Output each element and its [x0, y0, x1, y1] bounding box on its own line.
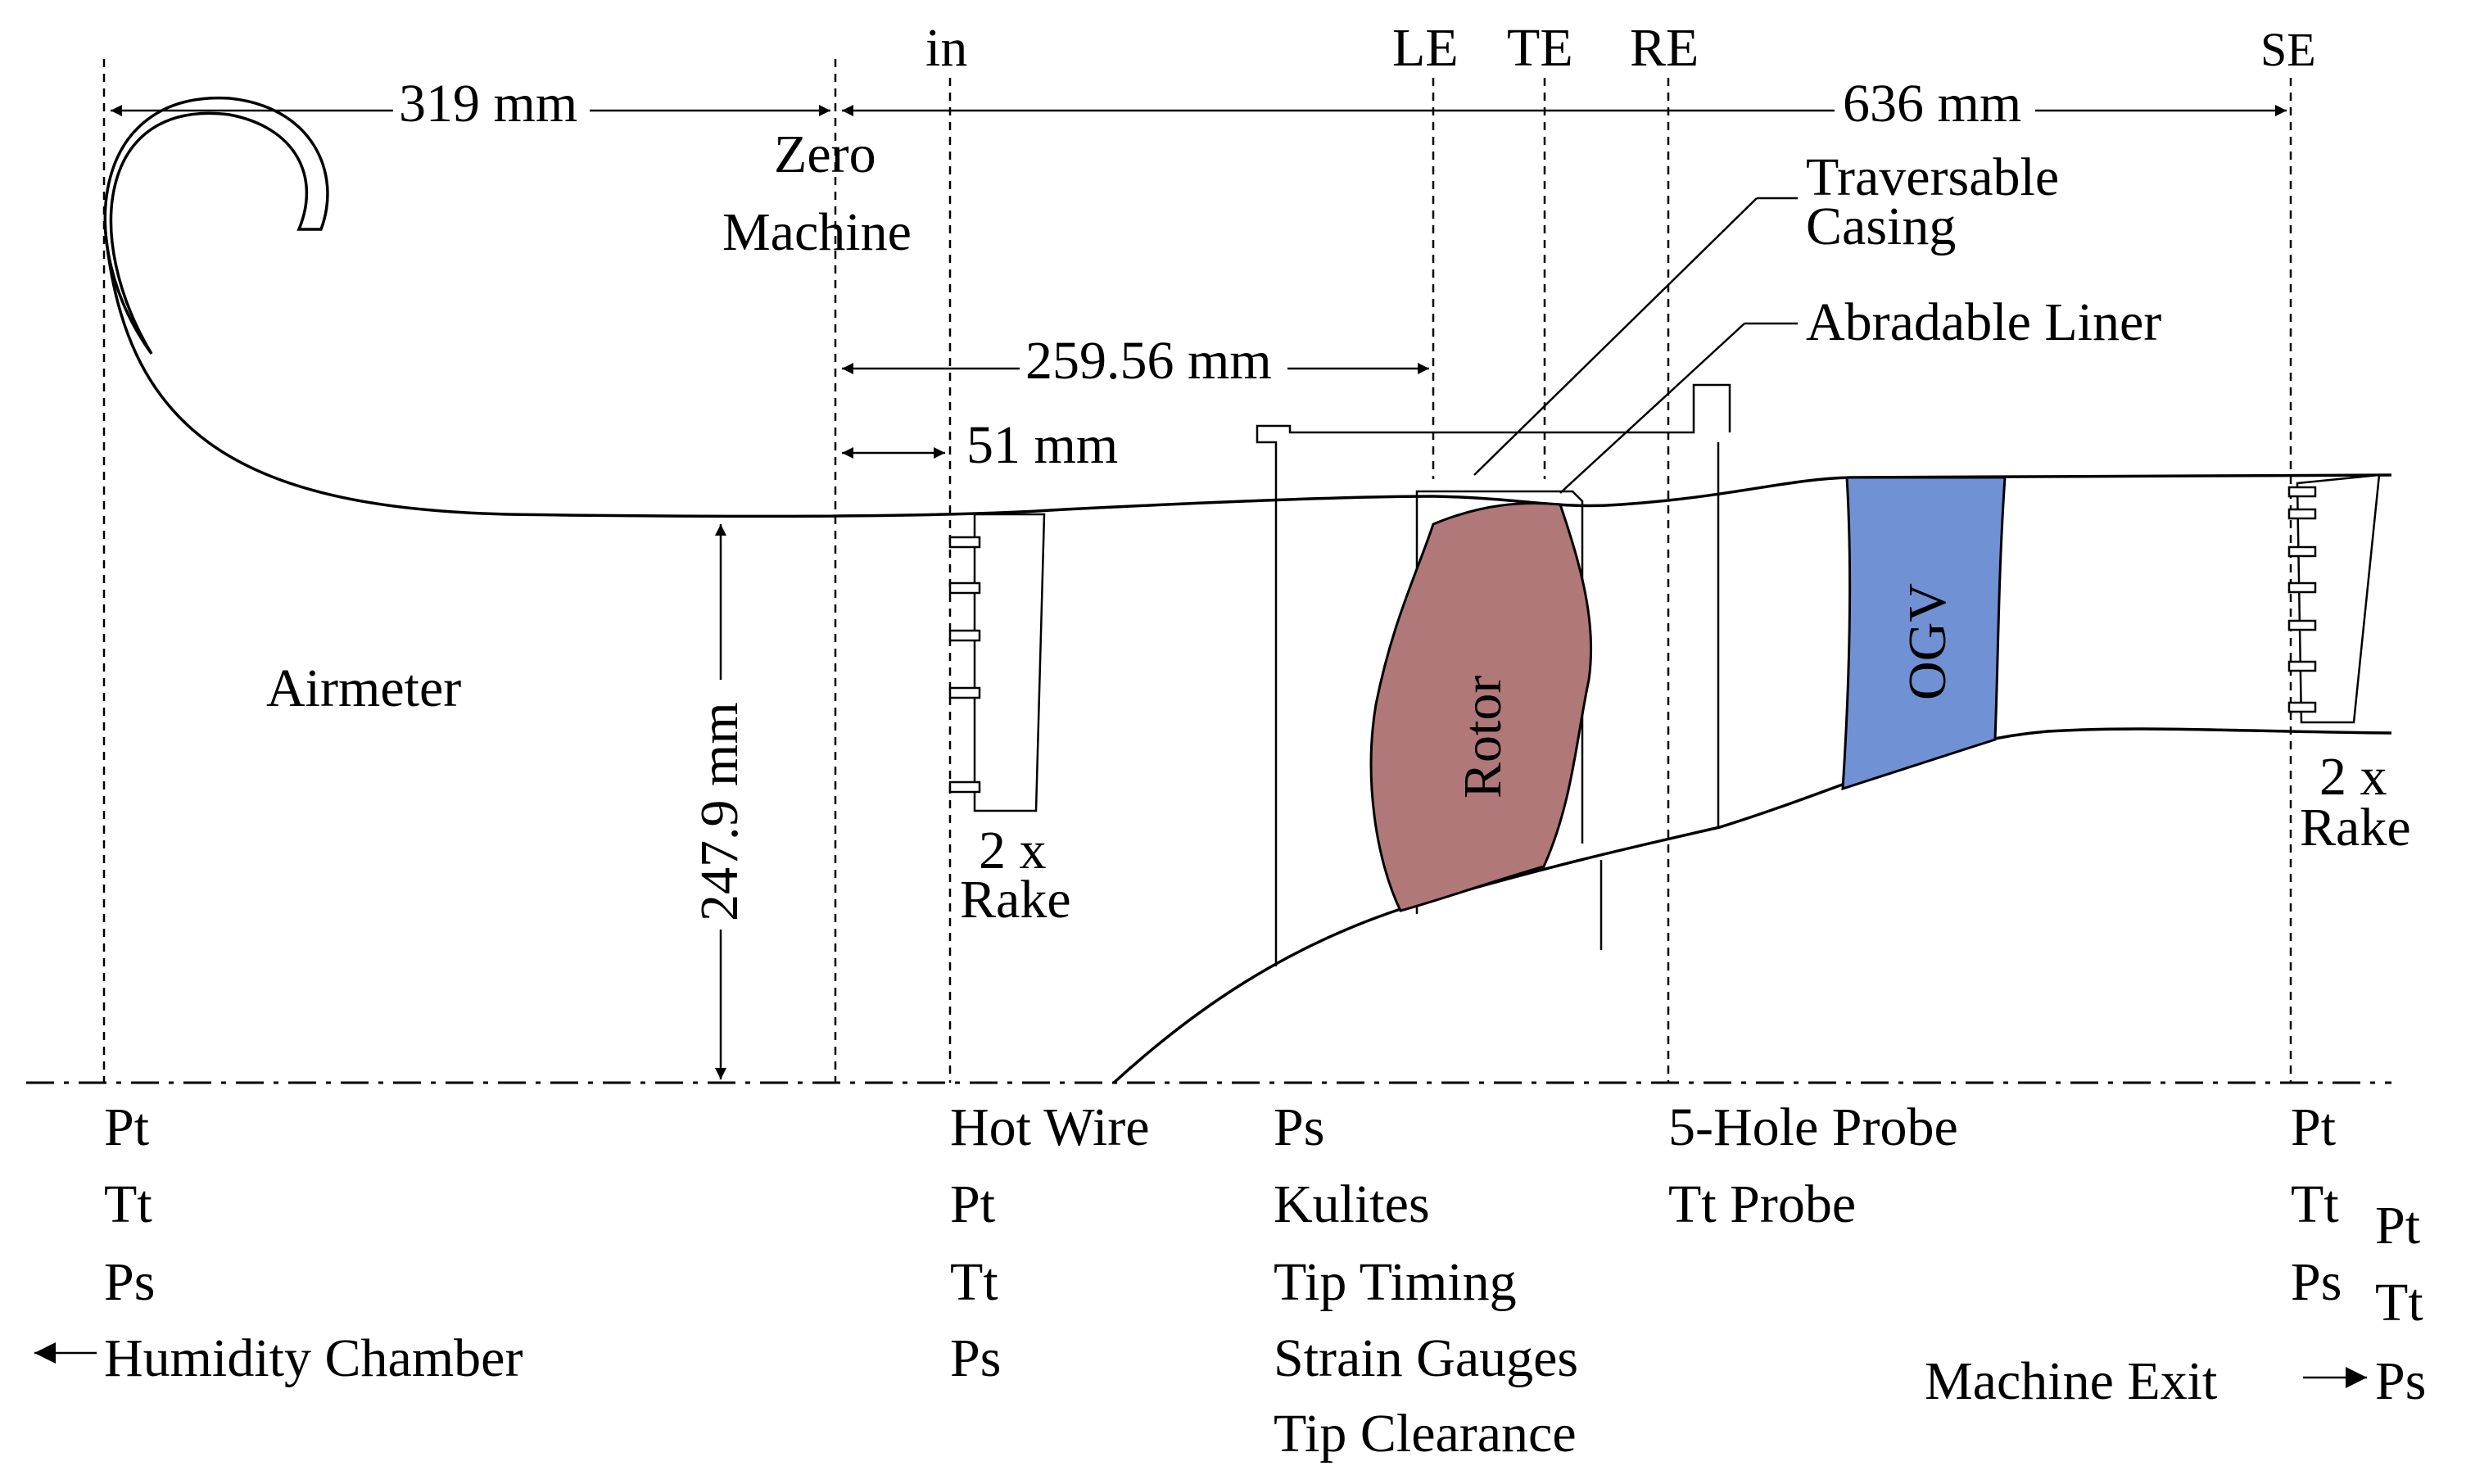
leader-traversable: [1473, 197, 1758, 476]
dim-319-label: 319 mm: [399, 74, 577, 133]
dim-51-label: 51 mm: [966, 415, 1118, 475]
inlet-measurements: Pt Tt Ps Humidity Chamber: [104, 1097, 523, 1388]
dim-636-label: 636 mm: [1843, 74, 2021, 133]
rotor-station-measurement: Tip Clearance: [1274, 1404, 1577, 1464]
casing-outer-wall: [103, 224, 2392, 518]
rotor-label: Rotor: [1453, 676, 1513, 799]
station-in-measurement: Hot Wire: [950, 1097, 1150, 1157]
station-in-measurement: Tt: [950, 1252, 998, 1312]
station-label-in: in: [925, 18, 967, 78]
inlet-rake: [973, 513, 1046, 812]
exit-measurements: Pt Tt Ps Machine Exit: [1925, 1196, 2426, 1411]
airmeter-label: Airmeter: [266, 658, 461, 718]
dim-247-label: 247.9 mm: [690, 702, 749, 921]
re-station-measurement: 5-Hole Probe: [1668, 1097, 1958, 1157]
se-station-measurement: Pt: [2291, 1097, 2336, 1157]
station-in-measurements: Hot Wire Pt Tt Ps: [950, 1097, 1150, 1388]
inlet-rake-label-2: Rake: [960, 870, 1071, 930]
leader-abradable: [1559, 323, 1745, 494]
rotor-station-measurement: Kulites: [1274, 1174, 1430, 1234]
re-station-measurements: 5-Hole Probe Tt Probe: [1668, 1097, 1958, 1234]
abradable-liner-label: Abradable Liner: [1806, 292, 2161, 352]
rotor-station-measurement: Tip Timing: [1274, 1252, 1517, 1312]
ogv-label: OGV: [1898, 583, 1957, 700]
exit-rake-label-1: 2 x: [2319, 747, 2387, 807]
exit-rake: [2296, 473, 2381, 724]
rotor-station-measurement: Strain Gauges: [1274, 1328, 1578, 1388]
exit-rake-probes: [2287, 486, 2317, 713]
rotor-station-measurement: Ps: [1274, 1097, 1324, 1157]
inlet-rake-probes: [948, 536, 981, 794]
hub-contour: [1112, 727, 2392, 1084]
station-in-measurement: Pt: [950, 1174, 995, 1234]
station-label-te: TE: [1507, 18, 1573, 78]
inlet-rake-label-1: 2 x: [979, 821, 1047, 880]
traversable-label: Traversable: [1806, 147, 2059, 207]
traversable-casing-bracket: [1256, 383, 1731, 966]
station-label-le: LE: [1392, 18, 1459, 78]
exit-measurement: Tt: [2375, 1273, 2423, 1332]
inlet-measurement: Tt: [104, 1174, 152, 1234]
machine-exit-label: Machine Exit: [1925, 1351, 2217, 1411]
bellmouth-lip: [103, 97, 329, 355]
rotor-blade: [1369, 502, 1593, 912]
inlet-measurement: Pt: [104, 1097, 149, 1157]
exit-measurement: Ps: [2375, 1351, 2426, 1411]
humidity-chamber-label: Humidity Chamber: [104, 1328, 523, 1388]
rotor-station-measurements: Ps Kulites Tip Timing Strain Gauges Tip …: [1274, 1097, 1578, 1464]
station-in-measurement: Ps: [950, 1328, 1001, 1388]
exit-measurement: Pt: [2375, 1196, 2420, 1256]
se-station-measurement: Ps: [2291, 1252, 2342, 1312]
station-label-se: SE: [2260, 23, 2316, 76]
zero-label: Zero: [774, 124, 876, 184]
dim-259-label: 259.56 mm: [1025, 331, 1272, 391]
ogv-vane: [1841, 476, 2007, 791]
se-station-measurements: Pt Tt Ps: [2291, 1097, 2342, 1312]
machine-label: Machine: [722, 202, 912, 262]
re-station-measurement: Tt Probe: [1668, 1174, 1856, 1234]
casing-label: Casing: [1806, 197, 1956, 256]
station-label-re: RE: [1630, 18, 1699, 78]
se-station-measurement: Tt: [2291, 1174, 2339, 1234]
exit-rake-label-2: Rake: [2300, 798, 2411, 857]
inlet-measurement: Ps: [104, 1252, 155, 1312]
